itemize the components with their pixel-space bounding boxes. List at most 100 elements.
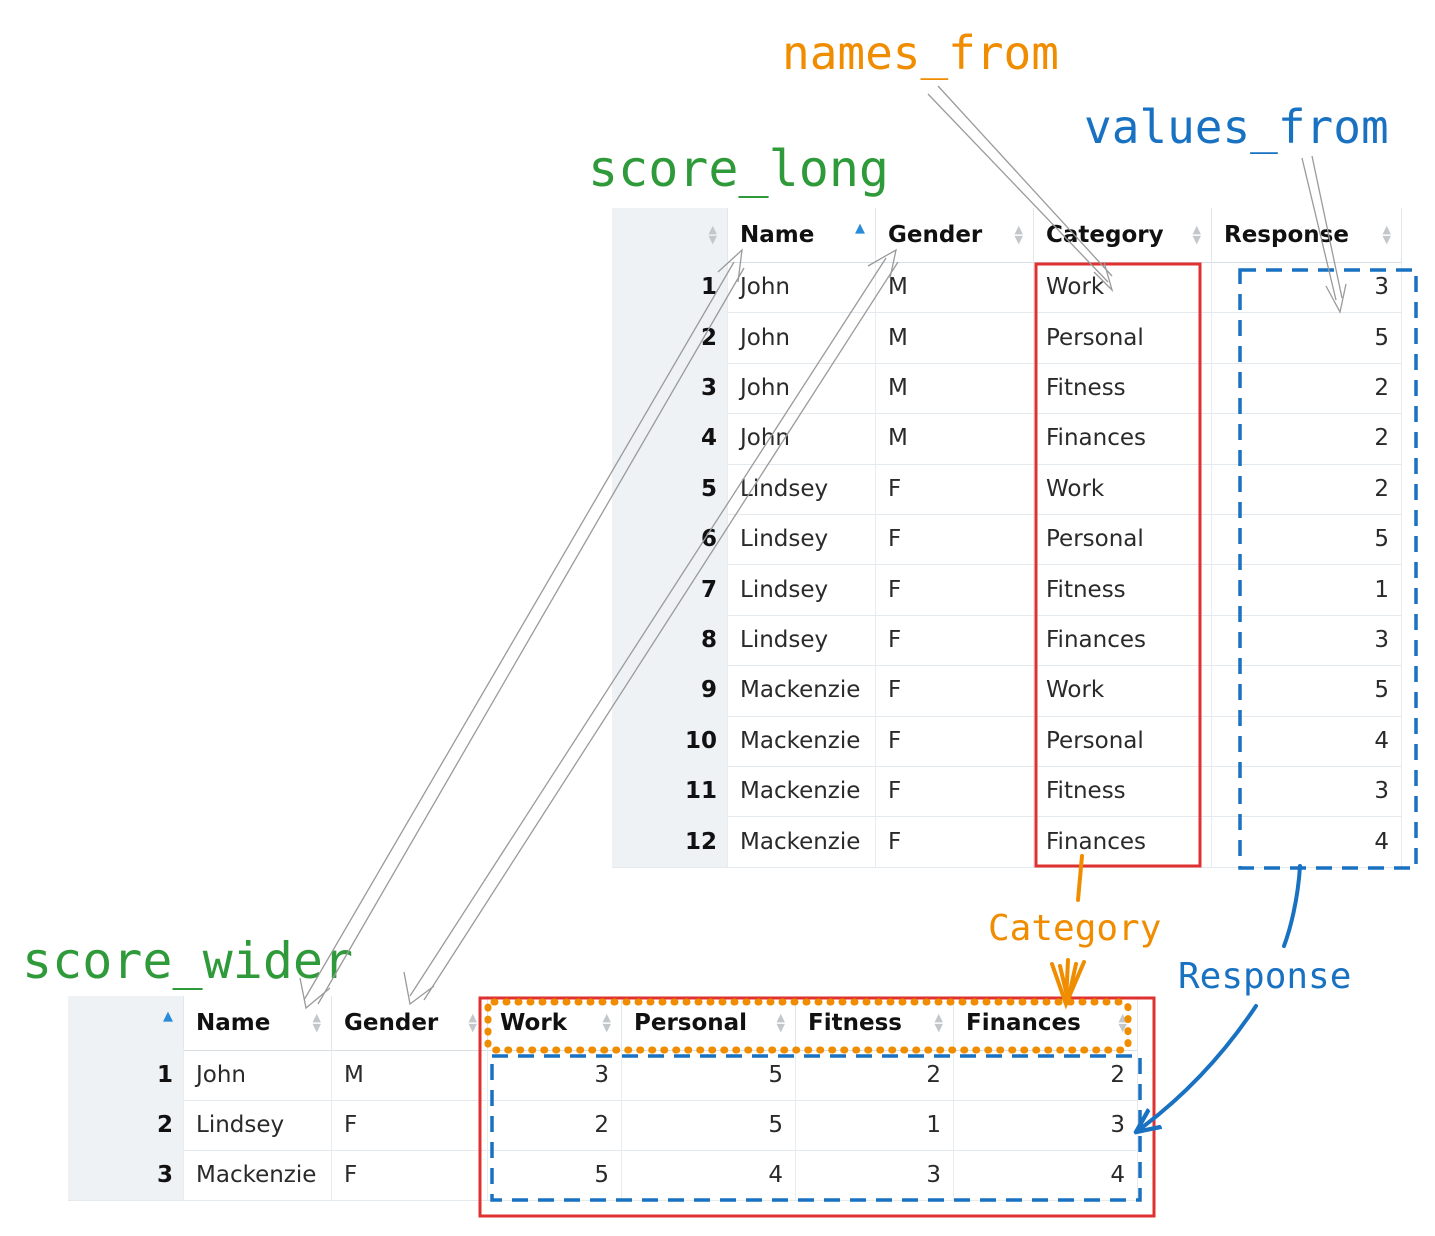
wide-header-finances[interactable]: Finances ▲▼	[954, 996, 1138, 1050]
wide-cell-gender: F	[332, 1100, 488, 1150]
long-cell-gender: F	[876, 463, 1034, 514]
score-long-title: score_long	[588, 140, 890, 198]
long-cell-gender: M	[876, 362, 1034, 414]
long-header-index[interactable]: ▲▼	[612, 208, 728, 262]
wide-header-fitness[interactable]: Fitness ▲▼	[796, 996, 954, 1050]
sort-icon[interactable]: ▲▼	[1192, 223, 1201, 246]
sort-icon[interactable]: ▲▼	[468, 1011, 477, 1034]
wide-cell-name: Lindsey	[184, 1100, 332, 1150]
names-from-label: names_from	[782, 26, 1059, 80]
long-header-label: Response	[1224, 222, 1349, 248]
wide-cell-fitness: 1	[796, 1100, 954, 1150]
long-cell-index: 11	[612, 766, 728, 817]
long-cell-response: 4	[1212, 715, 1402, 766]
sort-icon[interactable]: ▲▼	[1118, 1011, 1127, 1034]
wide-cell-name: John	[184, 1050, 332, 1100]
long-cell-name: Lindsey	[728, 614, 876, 666]
wide-header-row: ▲ Name ▲▼ Gender ▲▼ Work ▲▼ Personal ▲▼ Fitness ▲▼…	[68, 996, 1138, 1051]
wide-cell-fitness: 2	[796, 1050, 954, 1100]
long-cell-category: Work	[1034, 665, 1212, 716]
long-cell-gender: F	[876, 816, 1034, 867]
long-cell-response: 5	[1212, 665, 1402, 716]
wide-header-name[interactable]: Name ▲▼	[184, 996, 332, 1050]
long-cell-index: 6	[612, 514, 728, 565]
sort-icon[interactable]: ▲▼	[1014, 223, 1023, 246]
long-cell-name: Mackenzie	[728, 766, 876, 817]
wide-cell-index: 3	[68, 1150, 184, 1200]
wide-header-label: Finances	[966, 1010, 1081, 1036]
wide-header-personal[interactable]: Personal ▲▼	[622, 996, 796, 1050]
long-cell-gender: F	[876, 514, 1034, 565]
long-cell-name: John	[728, 312, 876, 363]
wide-cell-personal: 5	[622, 1100, 796, 1150]
category-label: Category	[988, 908, 1162, 949]
long-cell-response: 2	[1212, 362, 1402, 414]
wide-header-work[interactable]: Work ▲▼	[488, 996, 622, 1050]
sort-ascending-icon[interactable]: ▲	[163, 1008, 173, 1024]
long-header-response[interactable]: Response ▲▼	[1212, 208, 1402, 262]
wide-header-label: Personal	[634, 1010, 748, 1036]
long-cell-index: 9	[612, 665, 728, 716]
long-cell-response: 2	[1212, 413, 1402, 464]
wide-cell-personal: 4	[622, 1150, 796, 1200]
long-cell-gender: M	[876, 413, 1034, 464]
long-header-name[interactable]: Name ▲	[728, 208, 876, 262]
long-cell-index: 8	[612, 614, 728, 666]
wide-header-label: Gender	[344, 1010, 439, 1036]
long-cell-response: 3	[1212, 614, 1402, 666]
response-label: Response	[1178, 956, 1352, 997]
values-from-label: values_from	[1084, 100, 1389, 154]
long-cell-category: Fitness	[1034, 766, 1212, 817]
sort-icon[interactable]: ▲▼	[776, 1011, 785, 1034]
long-cell-name: John	[728, 262, 876, 313]
wide-header-label: Work	[500, 1010, 567, 1036]
long-cell-index: 5	[612, 463, 728, 514]
wide-header-gender[interactable]: Gender ▲▼	[332, 996, 488, 1050]
wide-cell-fitness: 3	[796, 1150, 954, 1200]
long-cell-response: 5	[1212, 514, 1402, 565]
wide-header-label: Name	[196, 1010, 271, 1036]
wide-cell-finances: 3	[954, 1100, 1138, 1150]
sort-ascending-icon[interactable]: ▲	[855, 220, 865, 236]
long-cell-name: Lindsey	[728, 463, 876, 514]
long-cell-category: Finances	[1034, 413, 1212, 464]
long-header-gender[interactable]: Gender ▲▼	[876, 208, 1034, 262]
long-cell-name: Mackenzie	[728, 715, 876, 766]
sort-icon[interactable]: ▲▼	[1382, 223, 1391, 246]
long-cell-category: Work	[1034, 463, 1212, 514]
long-header-category[interactable]: Category ▲▼	[1034, 208, 1212, 262]
long-cell-gender: M	[876, 312, 1034, 363]
long-cell-name: Mackenzie	[728, 816, 876, 867]
long-header-label: Gender	[888, 222, 983, 248]
wide-cell-finances: 2	[954, 1050, 1138, 1100]
long-header-label: Name	[740, 222, 815, 248]
wide-header-label: Fitness	[808, 1010, 902, 1036]
sort-icon[interactable]: ▲▼	[602, 1011, 611, 1034]
sort-icon[interactable]: ▲▼	[312, 1011, 321, 1034]
long-cell-category: Finances	[1034, 614, 1212, 666]
long-cell-gender: M	[876, 262, 1034, 313]
long-cell-response: 3	[1212, 766, 1402, 817]
wide-header-index[interactable]: ▲	[68, 996, 184, 1050]
long-header-label: Category	[1046, 222, 1164, 248]
long-cell-index: 2	[612, 312, 728, 363]
wide-cell-gender: F	[332, 1150, 488, 1200]
long-header-row: ▲▼ Name ▲ Gender ▲▼ Category ▲▼ Response ▲▼	[612, 208, 1402, 263]
sort-icon[interactable]: ▲▼	[708, 223, 717, 246]
long-cell-category: Personal	[1034, 312, 1212, 363]
long-cell-index: 7	[612, 564, 728, 615]
sort-icon[interactable]: ▲▼	[934, 1011, 943, 1034]
long-cell-index: 12	[612, 816, 728, 867]
